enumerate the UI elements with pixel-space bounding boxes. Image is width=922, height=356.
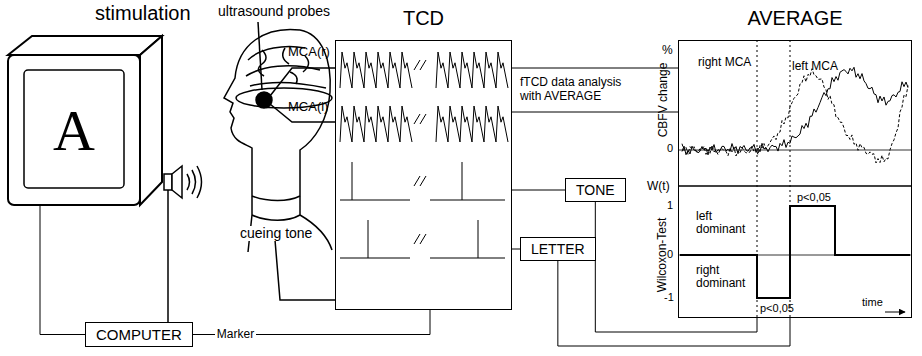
axis-title: CBFV change (657, 63, 670, 138)
average-plots (678, 40, 912, 318)
tcd-panel: TCD (335, 40, 512, 310)
signal-name: MCA(l) (288, 100, 328, 114)
letter-box: LETTER (520, 237, 596, 261)
tcd-traces (340, 52, 508, 258)
connector (595, 202, 757, 332)
data-line (512, 112, 678, 113)
axis-tick: 0 (667, 248, 673, 260)
region-label: left dominant (696, 210, 754, 236)
connector-label: fTCD data analysis with AVERAGE (518, 75, 640, 105)
box-label: LETTER (531, 241, 585, 257)
axis-tick: 1 (667, 199, 673, 211)
callout: cueing tone (240, 226, 312, 241)
axis-tick: -1 (664, 291, 674, 303)
box-label: TONE (576, 182, 615, 198)
axis-tick: 0 (667, 142, 673, 154)
connector (512, 190, 565, 191)
significance-note: p<0,05 (797, 191, 831, 203)
box-label: A (53, 97, 95, 164)
panel-title: AVERAGE (679, 7, 911, 30)
connector-label: Marker (215, 327, 256, 343)
speaker (164, 166, 202, 322)
axis-title: time (862, 296, 883, 308)
series-label: left MCA (792, 60, 838, 73)
box-label: COMPUTER (96, 326, 182, 343)
connector (512, 249, 520, 250)
axis-unit: % (662, 44, 673, 57)
region-label: right dominant (696, 264, 754, 290)
figure-title: stimulation (95, 2, 191, 24)
connector (512, 68, 678, 69)
tone-box: TONE (565, 178, 626, 202)
monitor-screen: A (8, 55, 140, 205)
significance-note: p<0,05 (760, 302, 794, 314)
computer-box: COMPUTER (85, 322, 193, 347)
connector (40, 205, 85, 335)
axis-title: W(t) (647, 180, 670, 193)
monitor (8, 36, 162, 205)
connector (558, 261, 790, 346)
callout: ultrasound probes (218, 4, 330, 19)
signal-name: MCA(r) (288, 45, 330, 59)
series-label: right MCA (698, 56, 751, 69)
panel-title: TCD (336, 7, 511, 30)
head-figure (224, 22, 335, 300)
